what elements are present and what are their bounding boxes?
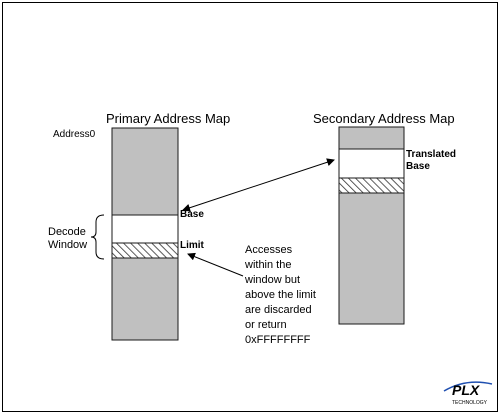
- outer-border: [2, 2, 498, 412]
- access-note: Accesses within the window but above the…: [244, 244, 316, 346]
- base-label: Base: [180, 209, 204, 220]
- note-line: within the: [244, 259, 291, 271]
- primary-address-map: [111, 127, 179, 341]
- note-line: 0xFFFFFFFF: [245, 334, 311, 346]
- translated-hatched-region: [338, 177, 405, 194]
- secondary-map-title: Secondary Address Map: [313, 111, 455, 126]
- decode-window-brace: [90, 214, 105, 260]
- note-line: are discarded: [245, 304, 312, 316]
- note-line: above the limit: [245, 289, 316, 301]
- primary-map-title: Primary Address Map: [106, 111, 230, 126]
- translation-arrow: [182, 158, 335, 212]
- note-line: or return: [245, 319, 287, 331]
- decode-window-region: [111, 214, 179, 244]
- logo-text: PLX: [452, 382, 481, 398]
- address0-label: Address0: [53, 129, 96, 140]
- note-line: window but: [244, 274, 300, 286]
- decode-window-label-line2: Window: [48, 239, 87, 251]
- plx-logo: PLX TECHNOLOGY: [443, 381, 493, 406]
- decode-window-label-line1: Decode: [48, 226, 86, 238]
- limit-hatched-region: [111, 242, 179, 259]
- translated-window-region: [338, 148, 405, 179]
- secondary-address-map: [338, 126, 405, 325]
- limit-note-arrow: [187, 252, 244, 277]
- translated-label-line1: Translated: [406, 149, 456, 160]
- note-line: Accesses: [245, 244, 293, 256]
- limit-label: Limit: [180, 240, 205, 251]
- logo-subtext: TECHNOLOGY: [452, 400, 488, 406]
- translated-label-line2: Base: [406, 161, 430, 172]
